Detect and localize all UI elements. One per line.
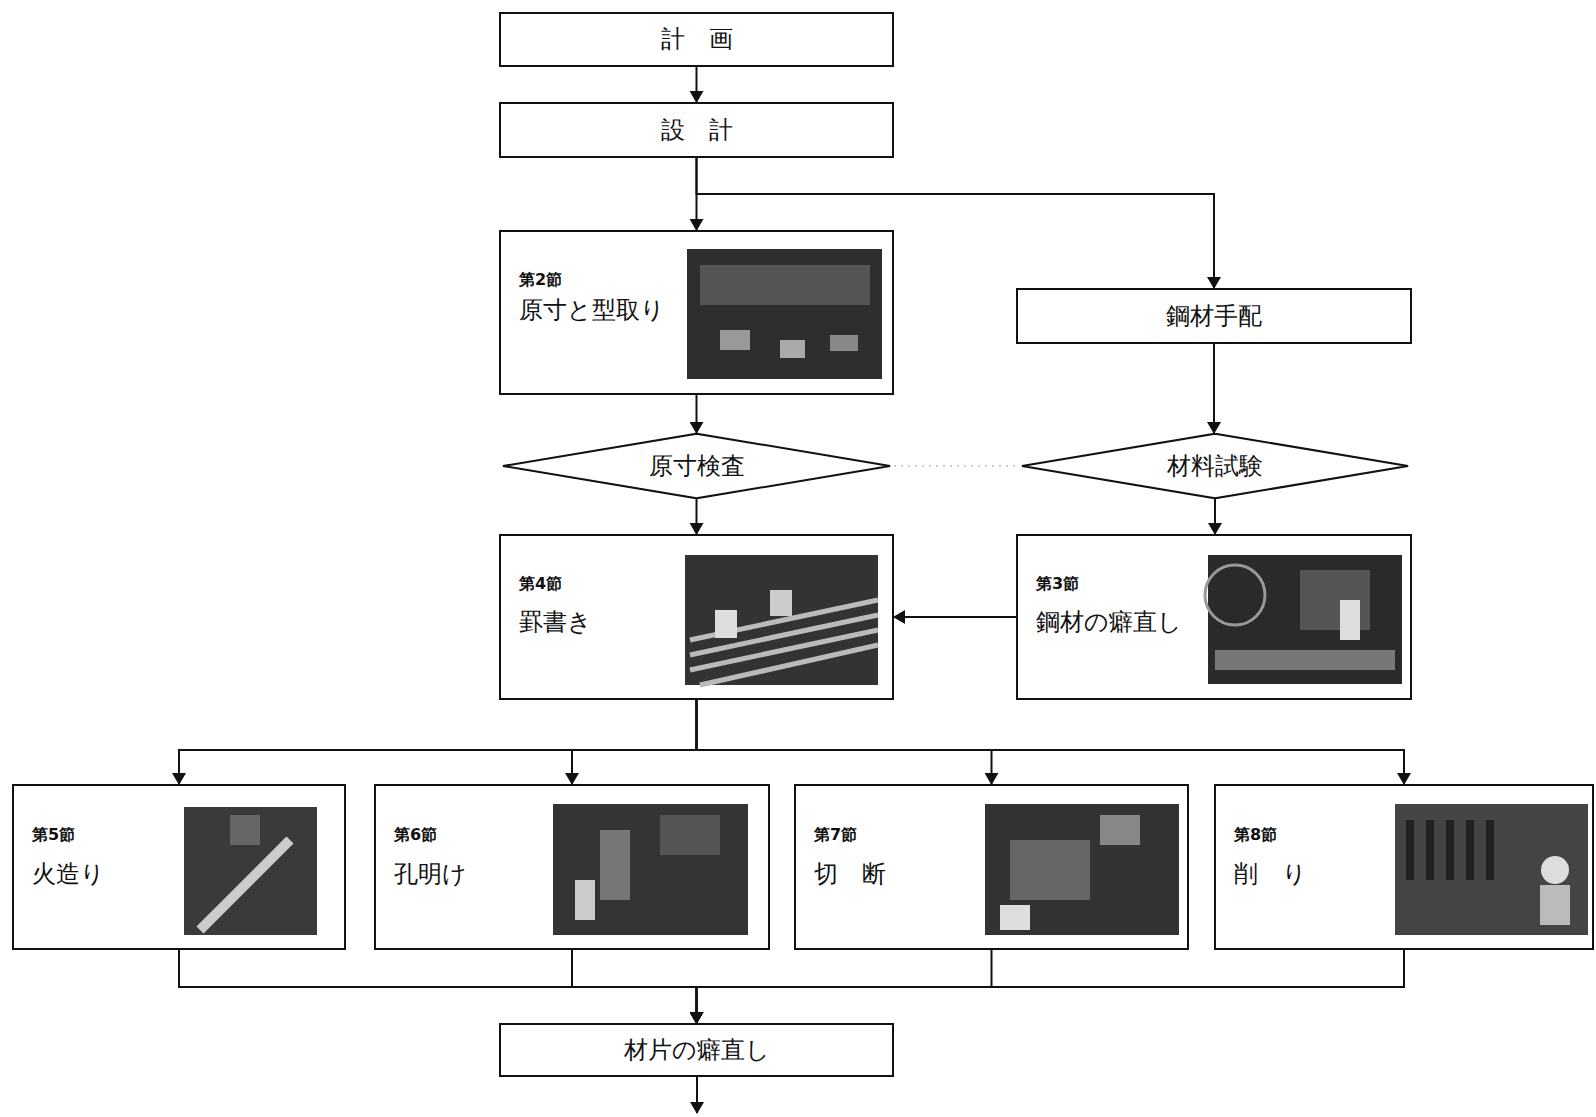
photo-marking <box>685 555 878 685</box>
process-box: 鋼材手配 <box>1016 288 1412 344</box>
photo-drilling <box>553 804 748 935</box>
section-box: 第4節罫書き <box>499 534 894 700</box>
process-box: 設 計 <box>499 102 894 158</box>
outgoing-arrow <box>696 1077 698 1113</box>
node-label: 材片の癖直し <box>624 1036 770 1065</box>
flow-arrow <box>697 158 1215 288</box>
flow-arrow <box>572 950 697 1023</box>
decision-diamond: 材料試験 <box>1018 433 1412 499</box>
section-number: 第4節 <box>519 574 562 593</box>
node-label: 鋼材手配 <box>1166 302 1262 331</box>
section-title: 罫書き <box>519 608 592 637</box>
section-title: 切 断 <box>814 860 886 889</box>
process-box: 計 画 <box>499 12 894 67</box>
section-number: 第7節 <box>814 825 857 844</box>
section-title: 削 り <box>1234 860 1307 889</box>
photo-forging <box>184 807 317 935</box>
node-label: 計 画 <box>661 25 733 54</box>
section-title: 鋼材の癖直し <box>1036 608 1182 637</box>
section-number: 第5節 <box>32 825 75 844</box>
flow-arrow <box>179 950 697 1023</box>
flow-arrow <box>1213 344 1215 433</box>
section-box: 第7節切 断 <box>794 784 1189 950</box>
flow-arrow <box>697 700 992 784</box>
flow-arrow <box>179 700 697 784</box>
photo-cutting <box>985 804 1179 935</box>
section-number: 第6節 <box>394 825 437 844</box>
section-title: 孔明け <box>394 860 467 889</box>
flow-arrow <box>1214 499 1216 534</box>
section-box: 第8節削 り <box>1214 784 1594 950</box>
section-box: 第2節原寸と型取り <box>499 230 894 395</box>
flow-arrow <box>696 67 698 102</box>
node-label: 材料試験 <box>1167 452 1263 481</box>
section-box: 第5節火造り <box>12 784 346 950</box>
photo-straightening <box>1205 555 1402 684</box>
section-title: 火造り <box>32 860 105 889</box>
section-number: 第3節 <box>1036 574 1079 593</box>
process-box: 材片の癖直し <box>499 1023 894 1077</box>
flow-arrow <box>894 616 1016 618</box>
node-label: 原寸検査 <box>649 452 745 481</box>
section-box: 第6節孔明け <box>374 784 770 950</box>
section-title: 原寸と型取り <box>519 296 665 325</box>
flow-arrow <box>697 950 1405 1023</box>
photo-layout <box>687 249 882 379</box>
flow-arrow <box>696 395 698 433</box>
flow-arrow <box>697 700 1405 784</box>
decision-diamond: 原寸検査 <box>499 433 894 499</box>
flow-arrow <box>696 499 698 534</box>
photo-planing <box>1395 804 1588 935</box>
dotted-link <box>894 466 1018 467</box>
node-label: 設 計 <box>661 116 733 145</box>
section-number: 第8節 <box>1234 825 1277 844</box>
section-box: 第3節鋼材の癖直し <box>1016 534 1412 700</box>
section-number: 第2節 <box>519 270 562 289</box>
flow-arrow <box>572 700 697 784</box>
